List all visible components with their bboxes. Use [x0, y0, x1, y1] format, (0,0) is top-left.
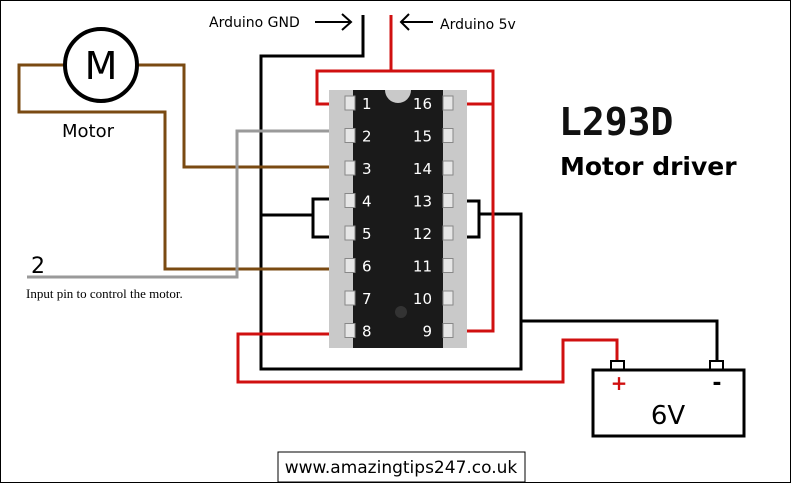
pin-leg-15 — [442, 128, 454, 143]
pin-label-6: 6 — [362, 258, 372, 276]
pin-label-5: 5 — [362, 225, 372, 243]
chip-subtitle: Motor driver — [560, 152, 737, 181]
pin-label-12: 12 — [413, 225, 432, 243]
gnd-wire — [259, 15, 719, 371]
pin-leg-14 — [442, 160, 454, 176]
pin-leg-6 — [344, 258, 356, 273]
pin-label-14: 14 — [413, 160, 432, 178]
pin-leg-8 — [344, 323, 356, 338]
input-description: Input pin to control the motor. — [26, 286, 183, 301]
pin-leg-13 — [442, 193, 454, 208]
pin-label-2: 2 — [362, 128, 372, 146]
pin-leg-5 — [344, 225, 356, 241]
chip-dot — [395, 306, 407, 318]
pin-leg-16 — [442, 95, 454, 111]
chip-notch — [385, 90, 411, 103]
input-number: 2 — [31, 254, 45, 279]
pin-label-1: 1 — [362, 95, 372, 113]
pin-leg-11 — [442, 258, 454, 273]
arduino-5v-label: Arduino 5v — [440, 17, 516, 33]
motor-label: Motor — [62, 121, 115, 142]
motor-icon — [63, 27, 139, 103]
arduino-gnd-label: Arduino GND — [209, 15, 300, 31]
motor-wires — [17, 63, 351, 271]
pin-label-4: 4 — [362, 193, 372, 211]
battery-plus-label: + — [611, 371, 628, 395]
pin-label-15: 15 — [413, 128, 432, 146]
website-box — [277, 451, 526, 483]
pin-label-9: 9 — [422, 323, 432, 341]
pin-label-11: 11 — [413, 258, 432, 276]
pin-label-13: 13 — [413, 193, 432, 211]
input-wire — [27, 129, 351, 279]
pin-leg-2 — [344, 128, 356, 143]
battery-icon — [591, 368, 746, 438]
pin-leg-1 — [344, 95, 356, 111]
pin-label-3: 3 — [362, 160, 372, 178]
arrow-gnd-icon — [315, 13, 353, 31]
pin-leg-10 — [442, 290, 454, 306]
chip-title: L293D — [559, 100, 673, 144]
pin-label-8: 8 — [362, 323, 372, 341]
website-url: www.amazingtips247.co.uk — [285, 458, 518, 478]
pin-label-16: 16 — [413, 95, 432, 113]
pin-leg-4 — [344, 193, 356, 208]
pin-leg-9 — [442, 323, 454, 338]
battery-minus-label: - — [712, 371, 721, 396]
battery-voltage: 6V — [651, 401, 686, 431]
pin-leg-7 — [344, 290, 356, 306]
pin-leg-3 — [344, 160, 356, 176]
pin-label-7: 7 — [362, 290, 372, 308]
chip-package — [353, 90, 443, 348]
arrow-5v-icon — [399, 13, 433, 31]
pin-label-10: 10 — [413, 290, 432, 308]
pin-leg-12 — [442, 225, 454, 241]
motor-symbol: M — [85, 44, 118, 88]
